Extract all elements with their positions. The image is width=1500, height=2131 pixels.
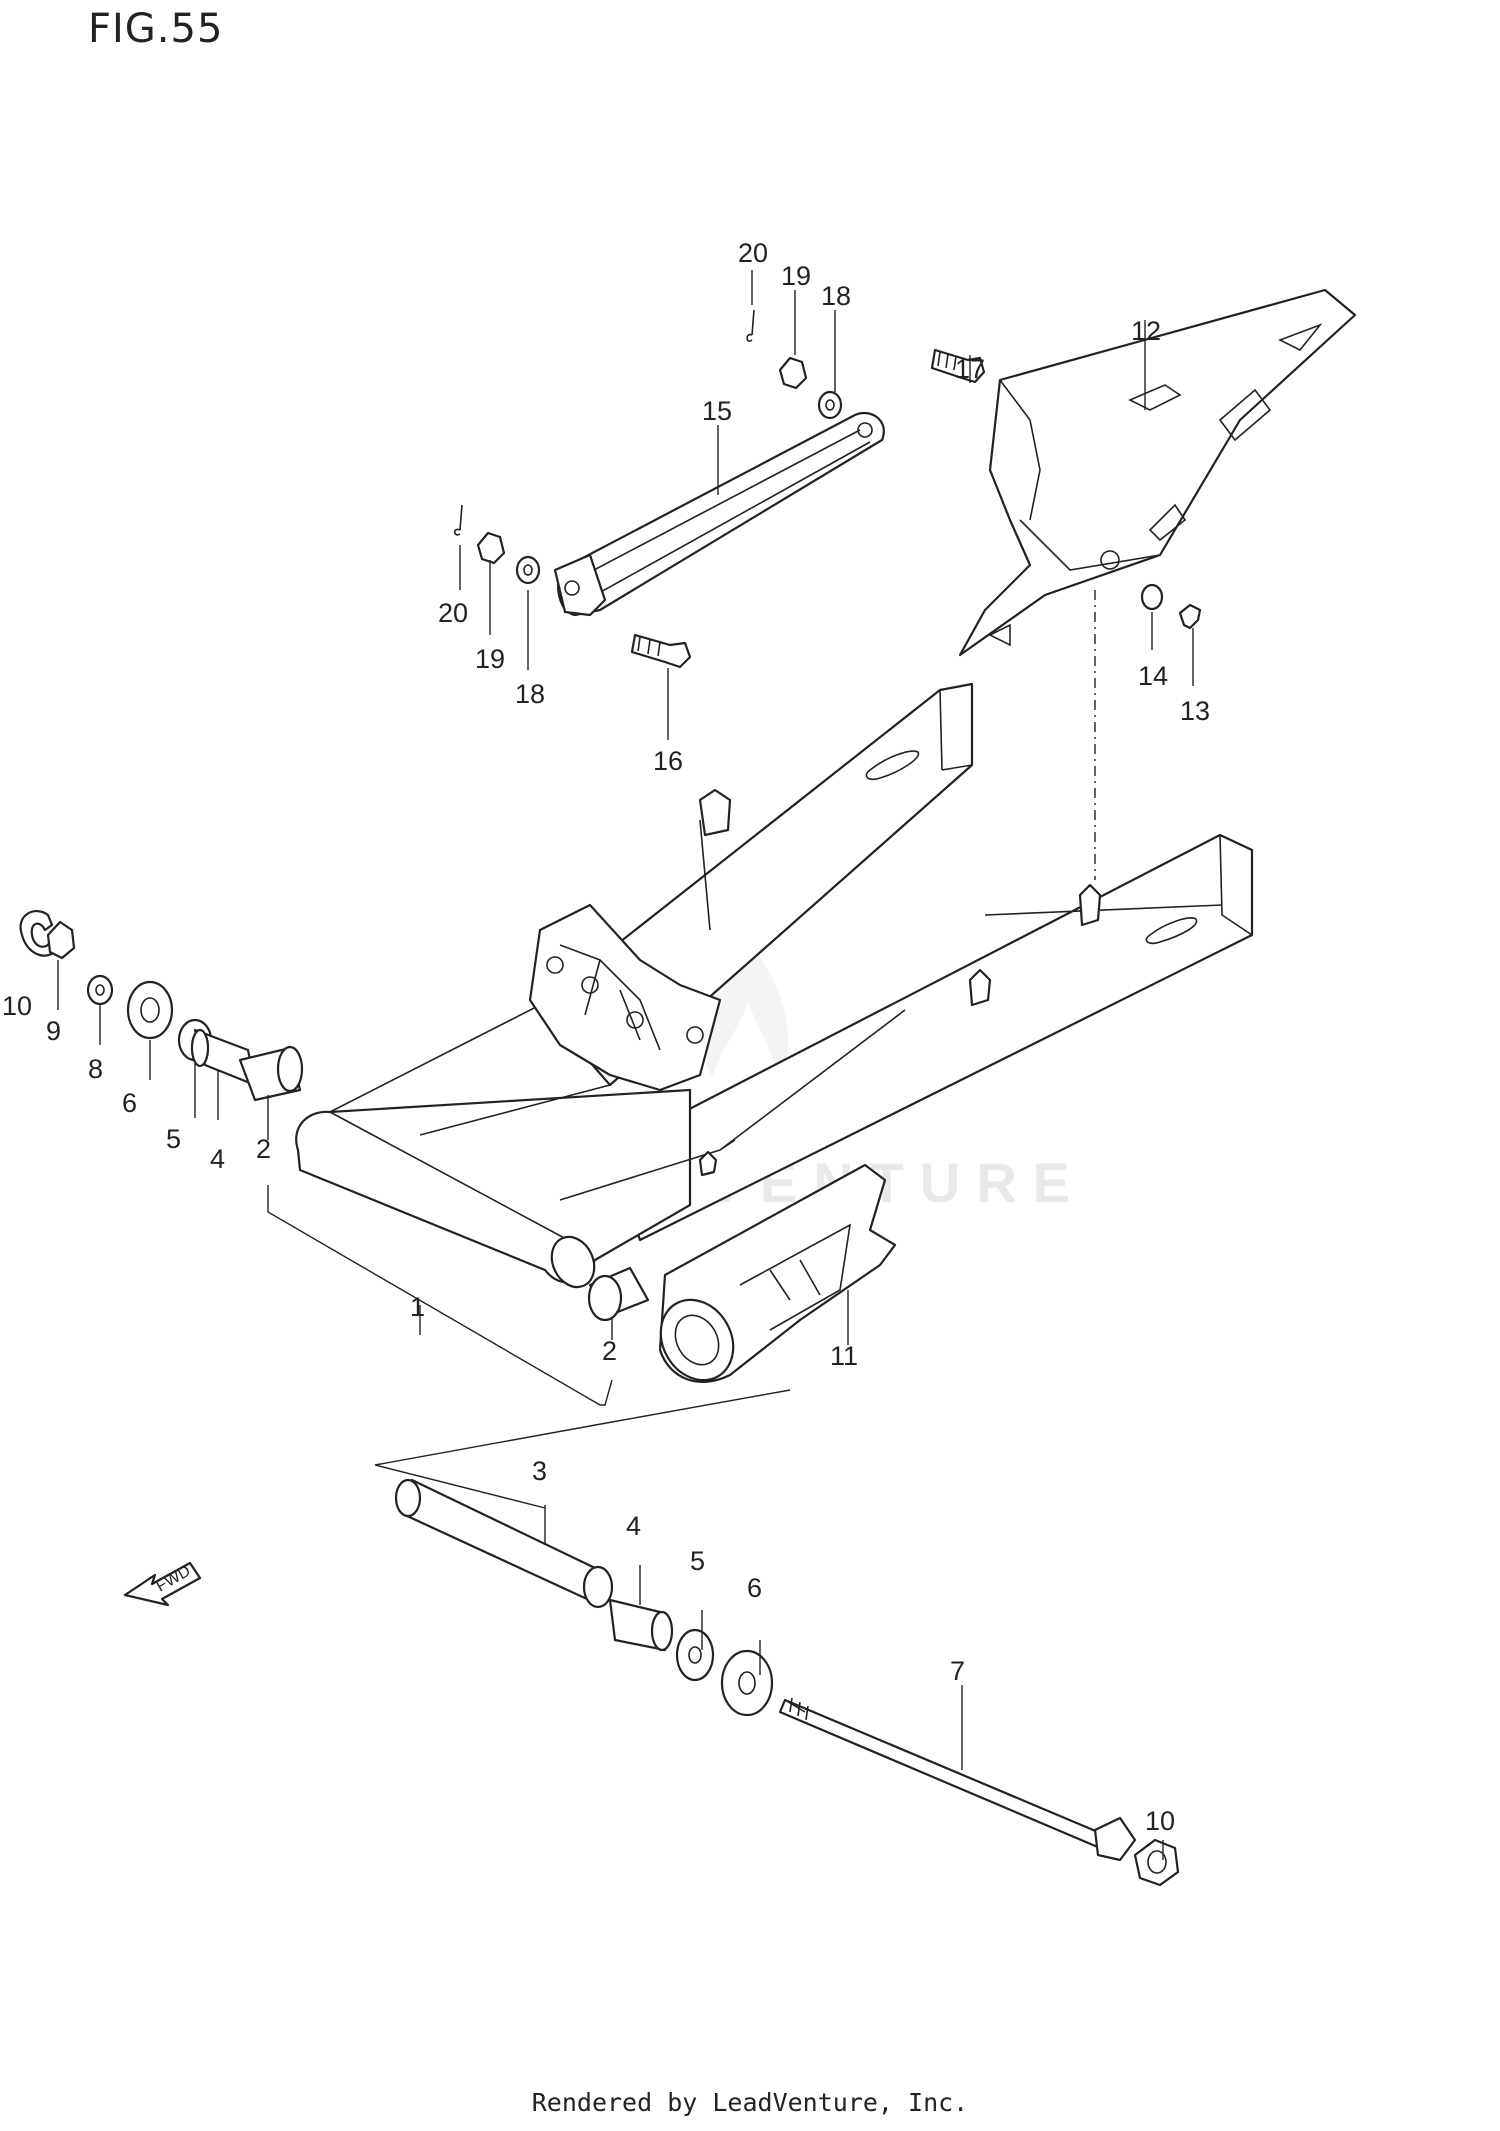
- callout-13: 13: [1180, 696, 1210, 726]
- callout-18: 18: [821, 281, 851, 311]
- callout-4: 4: [210, 1144, 225, 1174]
- callout-6-lower: 6: [747, 1573, 762, 1603]
- hardware-top-left: [453, 504, 692, 669]
- callout-11: 11: [830, 1341, 858, 1371]
- callout-10: 10: [2, 991, 32, 1021]
- callout-17: 17: [955, 354, 985, 384]
- callout-3: 3: [532, 1456, 547, 1486]
- chain-guard-part-11: [658, 1163, 897, 1383]
- forward-direction-arrow: FWD: [123, 1561, 202, 1607]
- callout-5-lower: 5: [690, 1546, 705, 1576]
- chain-case-part-12: [958, 288, 1357, 657]
- callout-18-left: 18: [515, 679, 545, 709]
- callout-16: 16: [653, 746, 683, 776]
- callout-12: 12: [1131, 316, 1161, 346]
- callout-9: 9: [46, 1016, 61, 1046]
- callout-1: 1: [410, 1292, 425, 1322]
- callout-19-left: 19: [475, 644, 505, 674]
- lower-exploded-group: [394, 1478, 1180, 1887]
- bearing-part-2-lower: [587, 1266, 650, 1322]
- callout-4-lower: 4: [626, 1511, 641, 1541]
- figure-title: FIG.55: [88, 6, 224, 52]
- callout-6: 6: [122, 1088, 137, 1118]
- pivot-hardware-left: [19, 910, 304, 1102]
- callout-2-lower: 2: [602, 1336, 617, 1366]
- callout-15: 15: [702, 396, 732, 426]
- rendered-by-footer: Rendered by LeadVenture, Inc.: [531, 2088, 969, 2117]
- leader-lines: [57, 270, 1194, 1860]
- callout-8: 8: [88, 1054, 103, 1084]
- torque-link-part-15: [553, 412, 885, 617]
- callout-14: 14: [1138, 661, 1168, 691]
- callout-7: 7: [950, 1656, 965, 1686]
- callout-2: 2: [256, 1134, 271, 1164]
- hardware-top-right: [746, 309, 1202, 630]
- callout-10-lower: 10: [1145, 1806, 1175, 1836]
- callout-19: 19: [781, 261, 811, 291]
- swingarm-part-1: [295, 682, 1254, 1289]
- callout-5: 5: [166, 1124, 181, 1154]
- callout-20-left: 20: [438, 598, 468, 628]
- callouts: 20 19 18 17 12 15 20 19 18 16 14 13 10 9…: [2, 238, 1210, 1836]
- callout-20: 20: [738, 238, 768, 268]
